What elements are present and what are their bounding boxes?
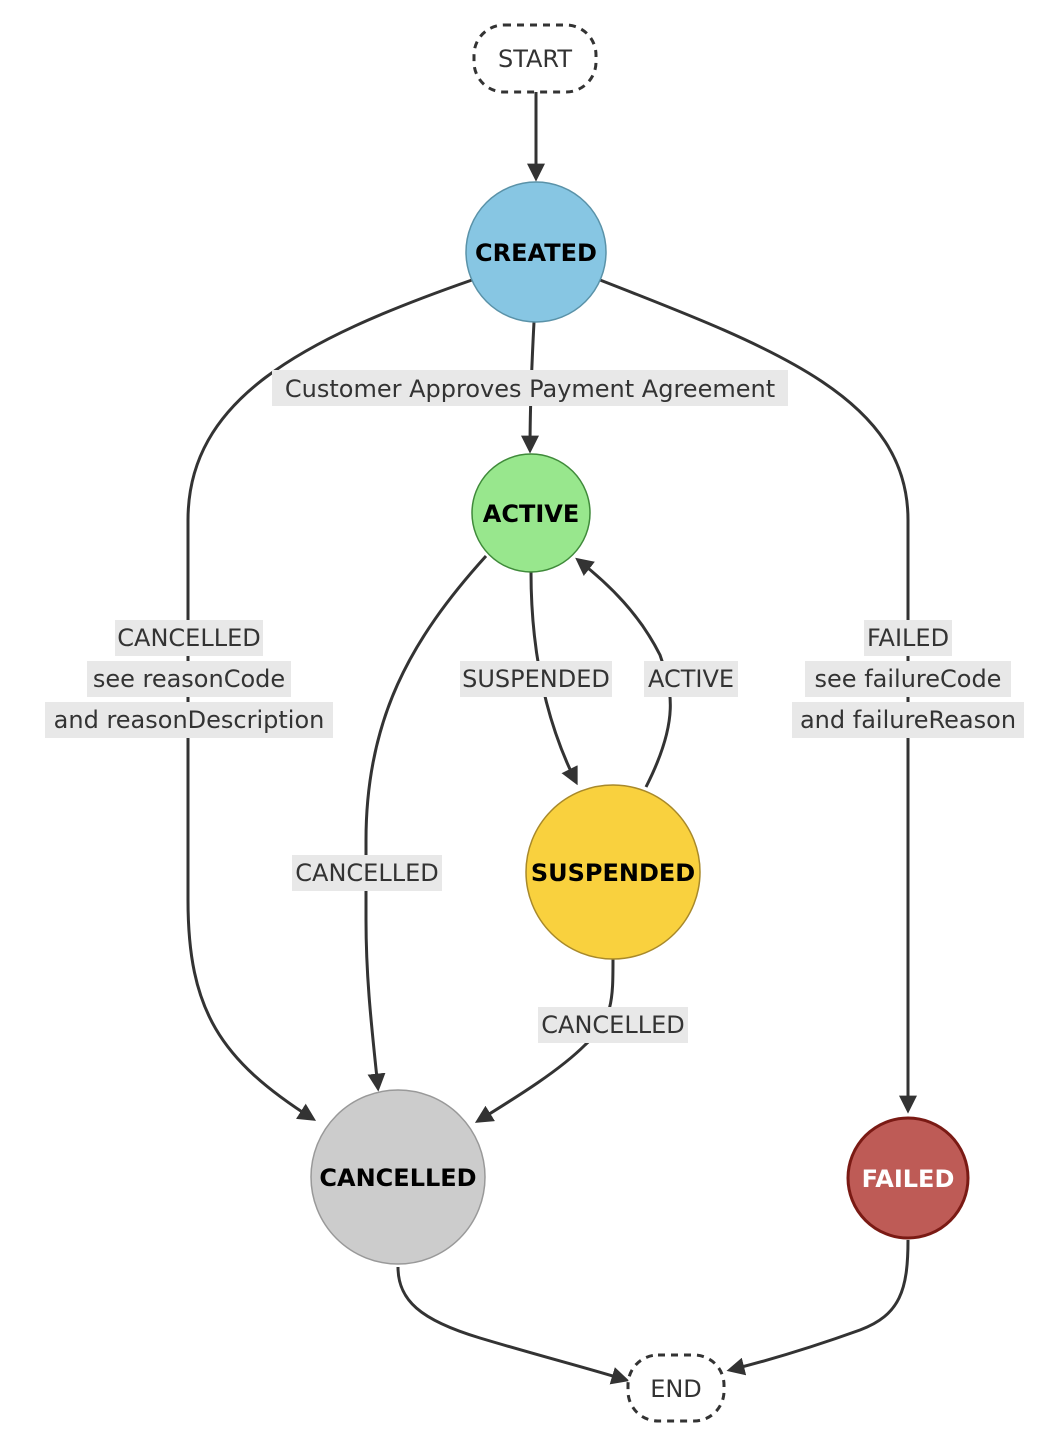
edge-created-failed <box>599 278 917 1114</box>
svg-text:ACTIVE: ACTIVE <box>648 665 734 693</box>
edge-suspended-cancelled <box>474 957 615 1123</box>
svg-text:CANCELLED: CANCELLED <box>295 859 438 887</box>
svg-text:and reasonDescription: and reasonDescription <box>54 706 325 734</box>
start-label: START <box>498 45 572 73</box>
edge-failed-end <box>726 1239 910 1376</box>
svg-text:see reasonCode: see reasonCode <box>93 665 285 693</box>
svg-text:CANCELLED: CANCELLED <box>541 1011 684 1039</box>
edge-cancelled-end <box>396 1266 630 1385</box>
state-failed: FAILED <box>846 1116 970 1240</box>
end-node: END <box>626 1353 726 1423</box>
state-created-label: CREATED <box>475 239 597 267</box>
svg-text:Customer Approves Payment Agre: Customer Approves Payment Agreement <box>285 375 775 403</box>
state-failed-label: FAILED <box>862 1165 955 1193</box>
state-active-circle <box>471 453 591 573</box>
state-cancelled-circle <box>310 1089 486 1265</box>
start-node: START <box>472 23 598 94</box>
label-suspended-cancelled: CANCELLED <box>538 1007 688 1043</box>
edge-active-cancelled <box>364 554 488 1092</box>
edge-suspended-active <box>575 557 672 788</box>
state-suspended: SUSPENDED <box>525 784 701 960</box>
label-created-active: Customer Approves Payment Agreement <box>272 370 788 406</box>
svg-text:see failureCode: see failureCode <box>815 665 1002 693</box>
svg-text:CANCELLED: CANCELLED <box>117 624 260 652</box>
state-created-circle <box>465 181 607 323</box>
label-created-cancelled: CANCELLED see reasonCode and reasonDescr… <box>45 620 333 738</box>
state-active-label: ACTIVE <box>483 500 579 528</box>
end-label: END <box>650 1375 702 1403</box>
edge-created-cancelled <box>186 278 473 1121</box>
label-active-suspended: SUSPENDED <box>460 661 612 697</box>
state-created: CREATED <box>465 181 607 323</box>
svg-text:SUSPENDED: SUSPENDED <box>462 665 610 693</box>
svg-text:and failureReason: and failureReason <box>800 706 1016 734</box>
state-cancelled-label: CANCELLED <box>319 1164 476 1192</box>
state-suspended-circle <box>525 784 701 960</box>
state-suspended-label: SUSPENDED <box>531 859 695 887</box>
state-failed-circle <box>846 1116 970 1240</box>
label-created-failed: FAILED see failureCode and failureReason <box>792 620 1024 738</box>
state-active: ACTIVE <box>471 453 591 573</box>
state-cancelled: CANCELLED <box>310 1089 486 1265</box>
svg-text:FAILED: FAILED <box>867 624 949 652</box>
label-suspended-active: ACTIVE <box>644 661 738 697</box>
label-active-cancelled: CANCELLED <box>292 855 442 891</box>
